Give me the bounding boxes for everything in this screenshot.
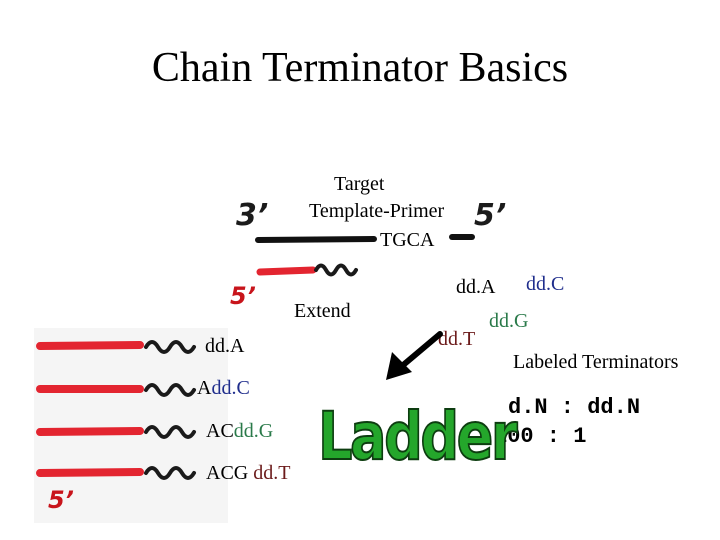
product-4-prefix: ACG	[206, 462, 254, 484]
product-strand-1	[36, 340, 196, 354]
terminator-ddg: dd.G	[489, 310, 529, 332]
terminator-ddt: dd.T	[438, 328, 476, 350]
product-strand-2	[36, 383, 196, 397]
template-strand	[255, 236, 377, 243]
product-strand-4	[36, 466, 196, 480]
target-label: Target	[334, 173, 385, 195]
extend-label: Extend	[294, 300, 351, 322]
product-label-3: ACdd.G	[206, 420, 273, 443]
product-strand-3	[36, 425, 196, 439]
product-five-prime-label: 5’	[48, 486, 74, 514]
product-label-2: Add.C	[197, 377, 250, 400]
product-2-prefix: A	[197, 377, 212, 399]
product-4-terminator: dd.T	[253, 462, 291, 484]
products-panel	[34, 328, 228, 523]
product-1-terminator: dd.A	[205, 335, 245, 357]
ratio-line-2: 100 : 1	[494, 424, 587, 449]
five-prime-left-label: 5’	[230, 282, 256, 310]
five-prime-right-label: 5’	[474, 198, 507, 233]
ladder-label: Ladder	[317, 397, 518, 476]
terminator-dda: dd.A	[456, 276, 496, 298]
product-label-1: dd.A	[205, 335, 244, 358]
product-3-prefix: AC	[206, 420, 234, 442]
ratio-line-1: d.N : dd.N	[508, 395, 641, 420]
template-primer-label: Template-Primer	[309, 200, 445, 222]
primer-strand	[256, 266, 317, 276]
slide-title: Chain Terminator Basics	[151, 45, 569, 91]
product-3-terminator: dd.G	[233, 420, 274, 442]
arrow-icon	[386, 331, 443, 380]
tgca-label: TGCA	[380, 229, 435, 251]
terminator-ddc: dd.C	[526, 273, 565, 295]
product-2-terminator: dd.C	[211, 377, 250, 399]
three-prime-label: 3’	[236, 198, 269, 233]
labeled-terminators-label: Labeled Terminators	[513, 351, 679, 373]
product-label-4: ACG dd.T	[206, 462, 290, 485]
primer-wave	[314, 263, 358, 277]
